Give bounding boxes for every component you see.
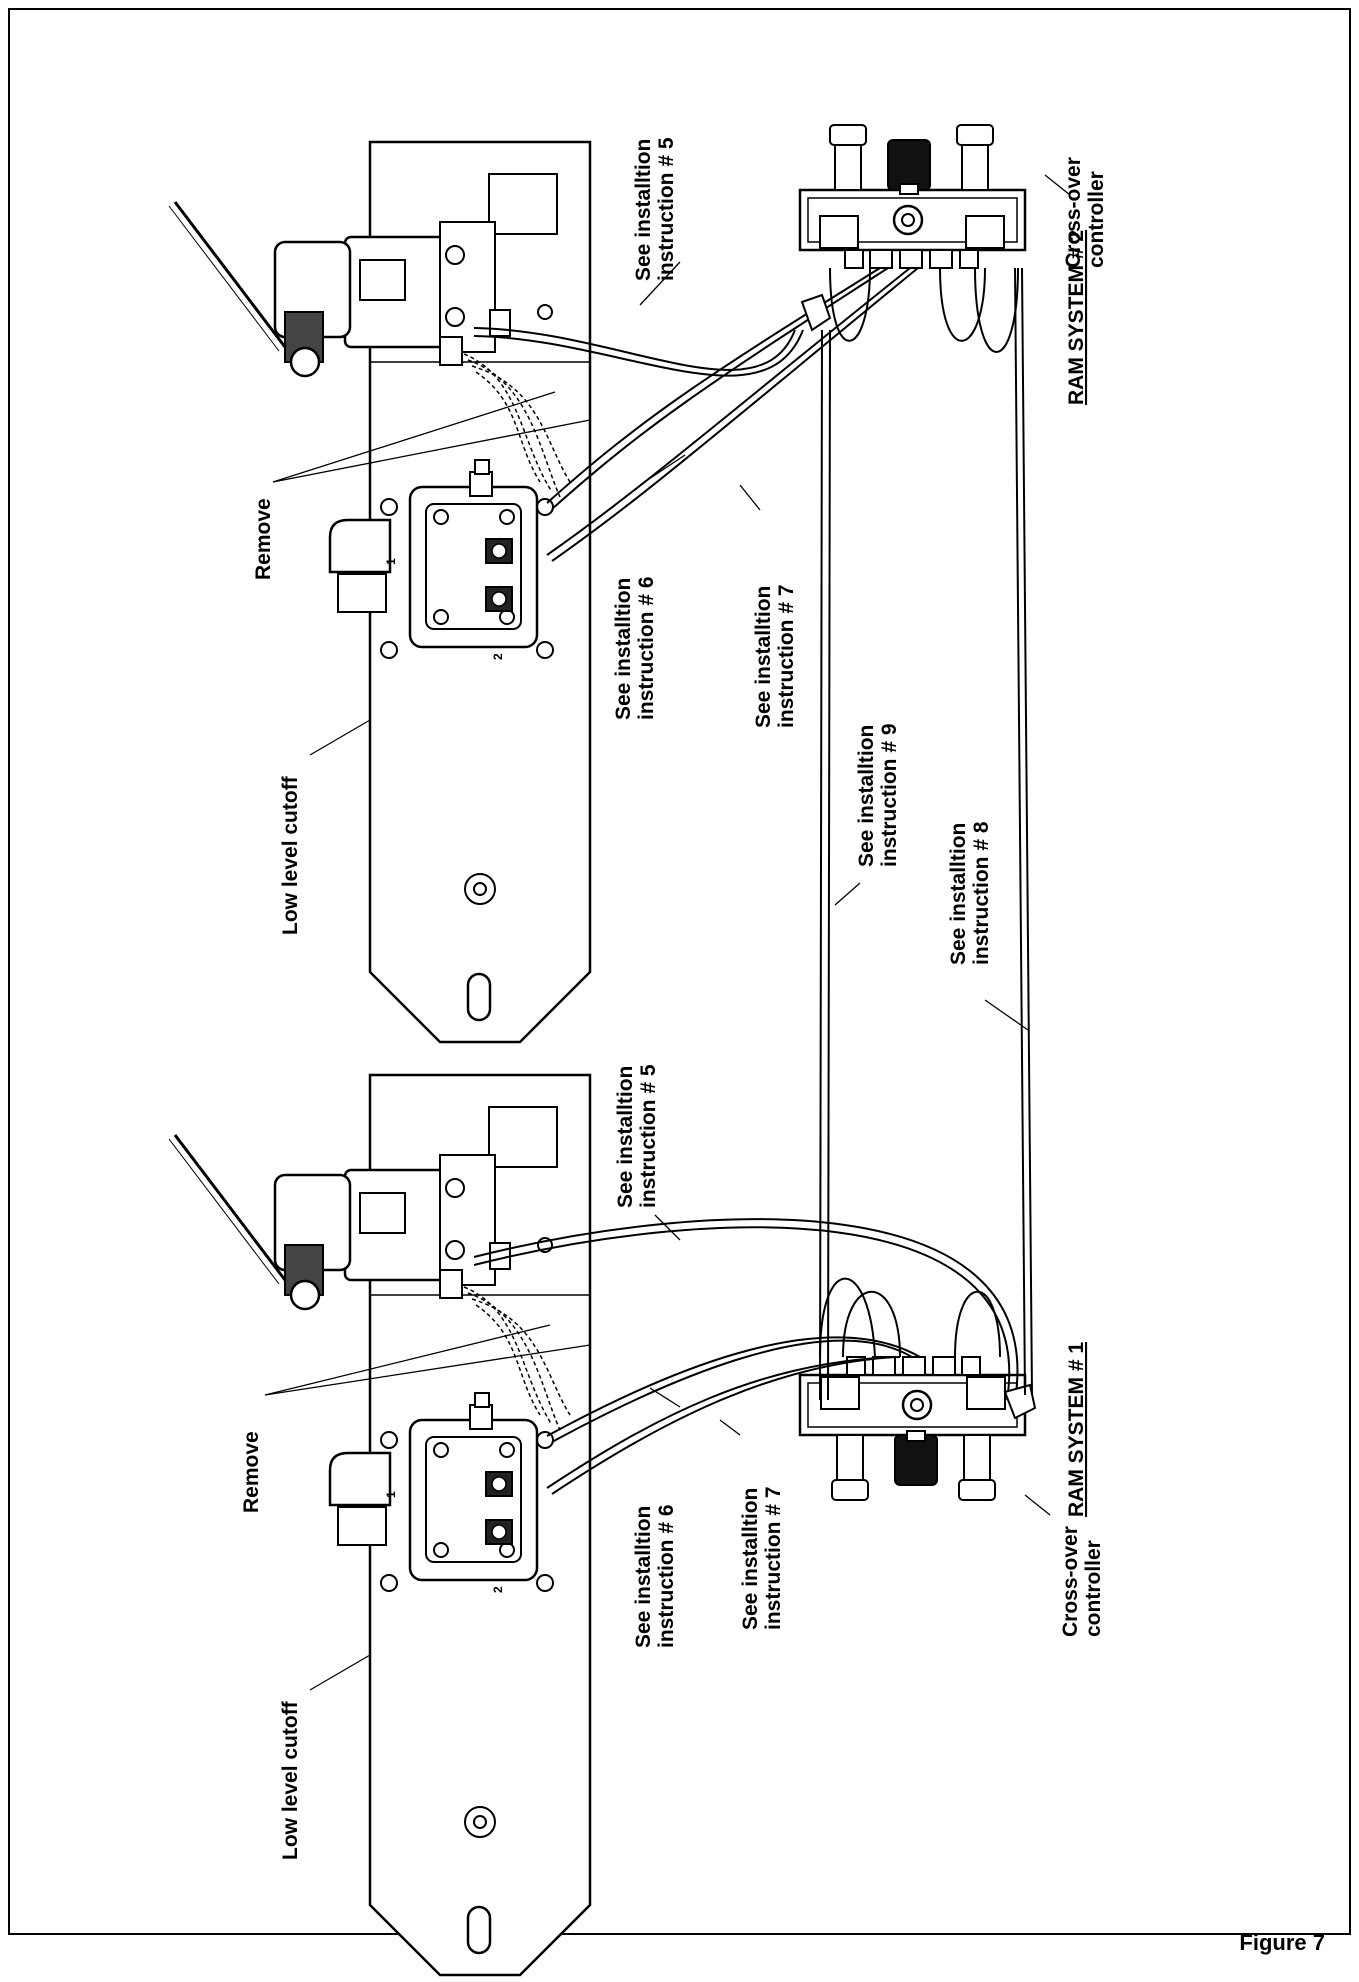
system2-instr6-line2: instruction # 6 (635, 576, 658, 720)
instr9-line2: instruction # 9 (878, 723, 901, 867)
system2-instr5-line2: instruction # 5 (655, 137, 678, 281)
system2-port-2: 2 (491, 653, 505, 660)
instr9-line1: See installtion (855, 725, 878, 867)
figure-label: Figure 7 (1239, 1930, 1325, 1955)
system2-cutoff-label: Low level cutoff (279, 775, 302, 935)
system1-instr6-line2: instruction # 6 (655, 1504, 678, 1648)
system2-controller-label-line2: controller (1085, 171, 1108, 268)
system1-assembly (167, 1073, 1037, 1977)
system2-port-1: 1 (384, 558, 398, 565)
system1-instr6-line1: See installtion (632, 1506, 655, 1648)
system2-assembly (167, 123, 1027, 1044)
system1-instr7-line2: instruction # 7 (762, 1486, 785, 1630)
system1-remove-label: Remove (240, 1431, 263, 1513)
instr8-line2: instruction # 8 (970, 821, 993, 965)
system1-controller-label-line1: Cross-over (1059, 1526, 1082, 1637)
interconnect-lines (819, 267, 1033, 1401)
system2-remove-label: Remove (252, 498, 275, 580)
system1-cutoff-label: Low level cutoff (279, 1700, 302, 1860)
page-border (8, 8, 1351, 1935)
leader-lines (264, 174, 1071, 1691)
system1-instr7-line1: See installtion (739, 1488, 762, 1630)
system2-controller-label-line1: Cross-over (1062, 157, 1085, 268)
system2-instr6-line1: See installtion (612, 578, 635, 720)
system1-controller-label-line2: controller (1082, 1540, 1105, 1637)
system2-instr7-line1: See installtion (752, 586, 775, 728)
system2-instr7-line2: instruction # 7 (775, 584, 798, 728)
system1-port-2: 2 (491, 1586, 505, 1593)
instr8-line1: See installtion (947, 823, 970, 965)
system1-title: RAM SYSTEM # 1 (1065, 1342, 1088, 1517)
system1-instr5-line1: See installtion (614, 1066, 637, 1208)
system1-port-1: 1 (384, 1491, 398, 1498)
system2-title: RAM SYSTEM # 2 (1065, 230, 1088, 405)
system1-instr5-line2: instruction # 5 (637, 1064, 660, 1208)
system2-instr5-line1: See installtion (632, 139, 655, 281)
